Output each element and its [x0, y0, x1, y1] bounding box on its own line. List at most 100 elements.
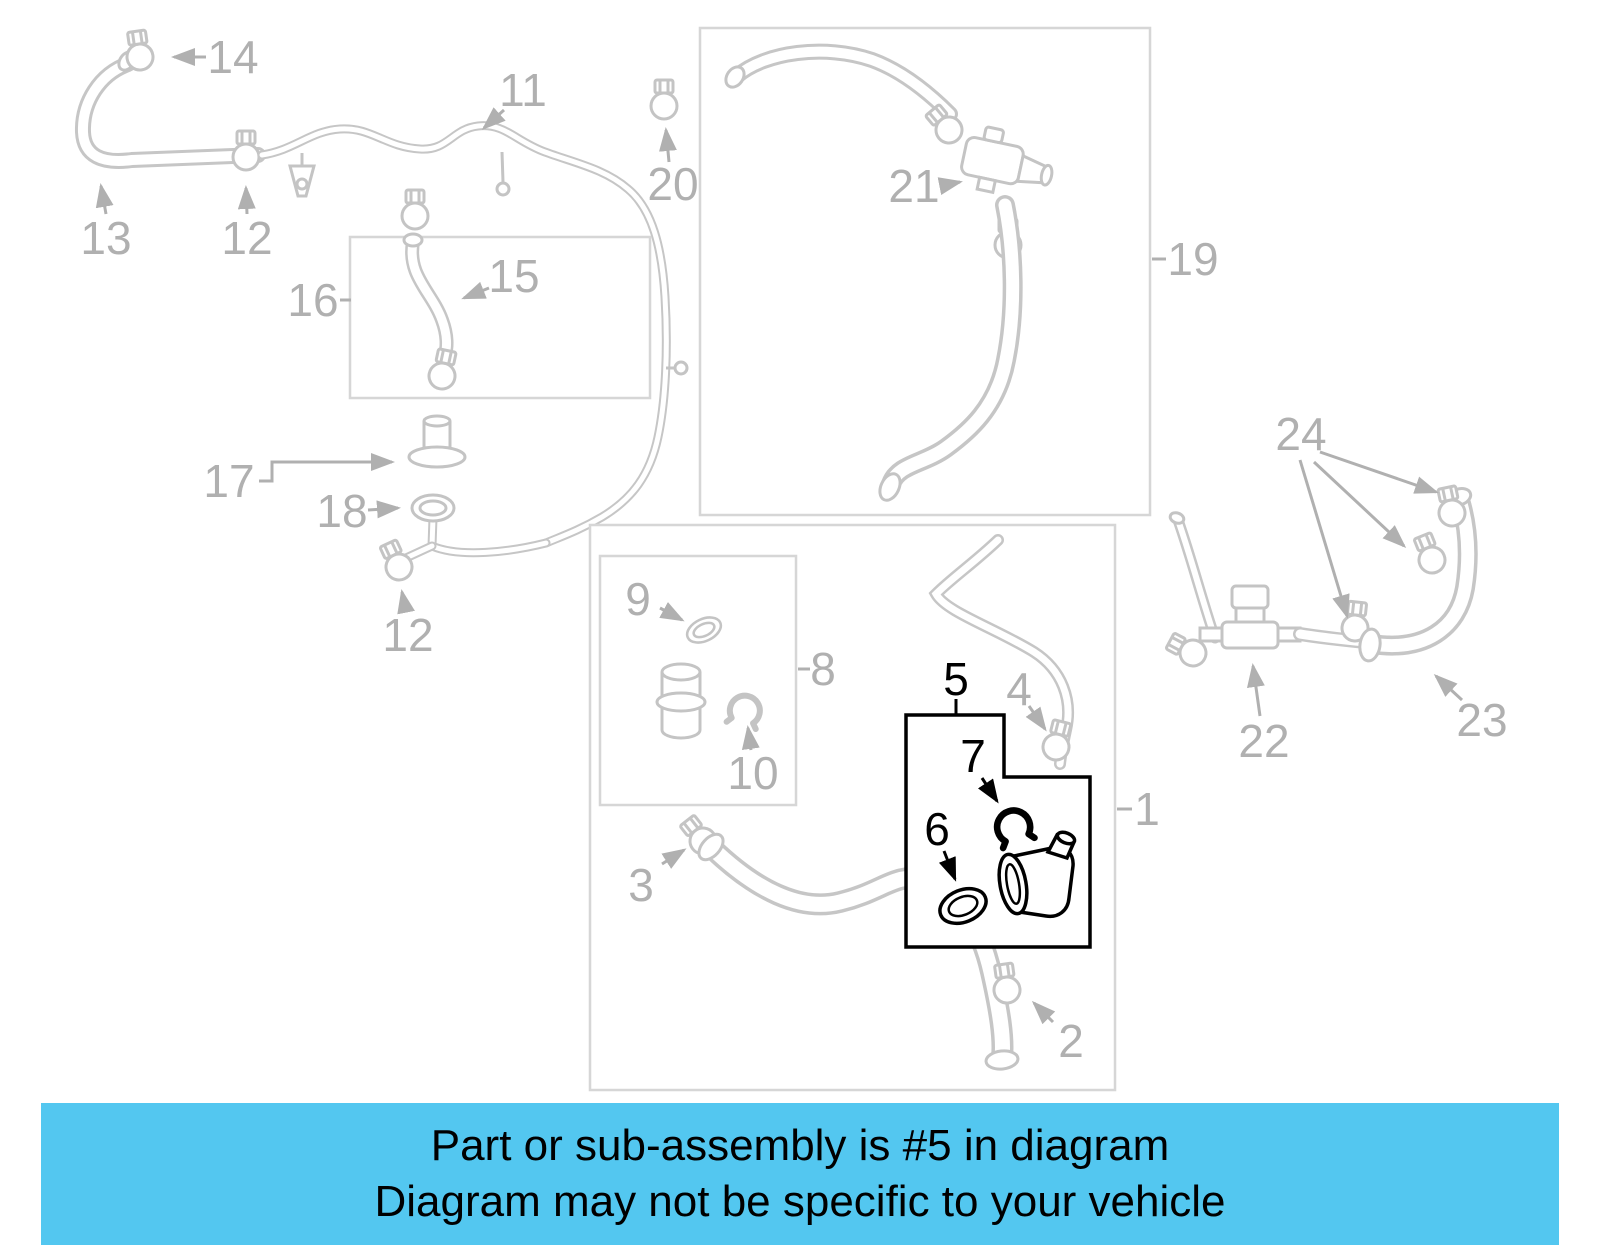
label-6: 6	[924, 803, 950, 855]
box-15	[348, 188, 652, 400]
leader-20	[658, 127, 677, 163]
o-ring-6-icon	[938, 886, 988, 926]
hose-19-main-inner	[884, 198, 1020, 491]
label-3: 3	[628, 859, 654, 911]
clamp-24b-icon	[1408, 529, 1451, 579]
leader-lines	[95, 48, 1464, 1025]
label-1: 1	[1134, 783, 1160, 835]
box-15-frame	[348, 235, 652, 400]
leader-7	[977, 777, 999, 804]
bracket-hole	[295, 177, 309, 191]
leader-4	[1025, 705, 1047, 732]
leader-12a	[237, 185, 256, 215]
banner-line-1: Part or sub-assembly is #5 in diagram	[430, 1121, 1170, 1170]
label-13: 13	[80, 212, 131, 264]
leader-18	[367, 500, 401, 519]
label-19: 19	[1167, 233, 1218, 285]
water-outlet-flange-inner	[1004, 863, 1022, 905]
label-12a: 12	[221, 212, 272, 264]
fitting-8-flange	[655, 691, 707, 713]
leader-11	[481, 107, 506, 131]
hose-13-assembly	[75, 27, 316, 198]
info-banner: Part or sub-assembly is #5 in diagram Di…	[41, 1103, 1559, 1245]
box-8	[598, 554, 798, 807]
parts-diagram: 14 13 12 11 16 15 20 21 19 17 18 12 24 9…	[75, 26, 1508, 1092]
label-8: 8	[810, 643, 836, 695]
leader-22	[1246, 663, 1265, 717]
valve-22-neck	[1234, 606, 1266, 624]
leader-24a	[1319, 450, 1439, 494]
valve-21-bottom-stub	[975, 175, 998, 195]
box-19	[649, 26, 1152, 517]
label-10: 10	[727, 747, 778, 799]
pipe-tab-stem-1	[500, 151, 505, 183]
hose-13-inner	[77, 59, 263, 166]
label-17: 17	[203, 455, 254, 507]
leader-10	[741, 725, 760, 751]
fitting-8-cap	[660, 662, 702, 682]
pipe-tab-2	[673, 360, 689, 376]
label-4: 4	[1006, 663, 1032, 715]
water-outlet-5	[997, 830, 1077, 919]
leader-6	[938, 850, 957, 882]
label-12b: 12	[382, 609, 433, 661]
leader-2	[1031, 1000, 1056, 1025]
hose-15-inner	[407, 237, 452, 359]
clamp-20-icon	[649, 78, 679, 121]
valve-21	[960, 125, 1054, 195]
banner-line-2: Diagram may not be specific to your vehi…	[374, 1177, 1226, 1226]
valve-22-left-port	[1198, 626, 1224, 643]
leader-21	[937, 177, 963, 195]
leader-23	[1433, 673, 1464, 702]
leader-12b	[397, 589, 415, 615]
leader-17	[259, 453, 395, 483]
valve-21-top-stub	[982, 125, 1005, 145]
fitting-17-assembly	[374, 414, 551, 586]
valve-22-body	[1220, 620, 1280, 650]
clamp-12a-icon	[231, 129, 261, 172]
leader-24b	[1312, 460, 1407, 549]
highlighted-part-5-group	[904, 699, 1092, 949]
label-9: 9	[625, 573, 651, 625]
label-23: 23	[1456, 694, 1507, 746]
pipe-17-stub-inner	[403, 543, 435, 561]
hose-2-end-top	[697, 832, 725, 862]
valve-22-top	[1230, 584, 1270, 610]
hose-19-main-end	[878, 472, 902, 502]
water-outlet-nipple-cap	[1055, 830, 1077, 846]
hose-19-top-inner	[732, 46, 955, 119]
hose-2-end-bottom	[984, 1049, 1020, 1071]
clamp-15-top-icon	[400, 188, 430, 231]
hose-19-top-end	[724, 65, 746, 89]
leader-24c	[1298, 459, 1350, 619]
label-20: 20	[647, 158, 698, 210]
label-14: 14	[207, 31, 258, 83]
leader-15	[461, 281, 490, 300]
box-19-frame	[698, 26, 1152, 517]
fitting-17-cap	[422, 414, 452, 428]
label-7: 7	[960, 730, 986, 782]
valve-21-port	[1039, 163, 1054, 187]
pipe-11	[257, 121, 689, 548]
pipe-11-inner	[259, 123, 669, 546]
right-hose-assembly	[1162, 483, 1478, 673]
leader-9	[659, 602, 685, 622]
clamp-14-icon	[122, 27, 157, 74]
fitting-8	[655, 662, 707, 740]
label-18: 18	[316, 485, 367, 537]
label-16: 16	[287, 274, 338, 326]
fitting-17-flange	[407, 445, 467, 469]
leader-13	[95, 183, 114, 215]
hose-15-end	[402, 232, 424, 248]
label-11: 11	[499, 64, 547, 116]
hose-24-end	[1168, 511, 1186, 525]
part-labels: 14 13 12 11 16 15 20 21 19 17 18 12 24 9…	[80, 31, 1507, 1067]
hose-23-inner	[1365, 493, 1475, 652]
label-15: 15	[488, 250, 539, 302]
clamp-12b-icon	[374, 536, 418, 586]
valve-22	[1198, 584, 1302, 650]
pipe-tab-1	[495, 181, 511, 197]
label-2: 2	[1058, 1015, 1084, 1067]
label-5: 5	[943, 653, 969, 705]
